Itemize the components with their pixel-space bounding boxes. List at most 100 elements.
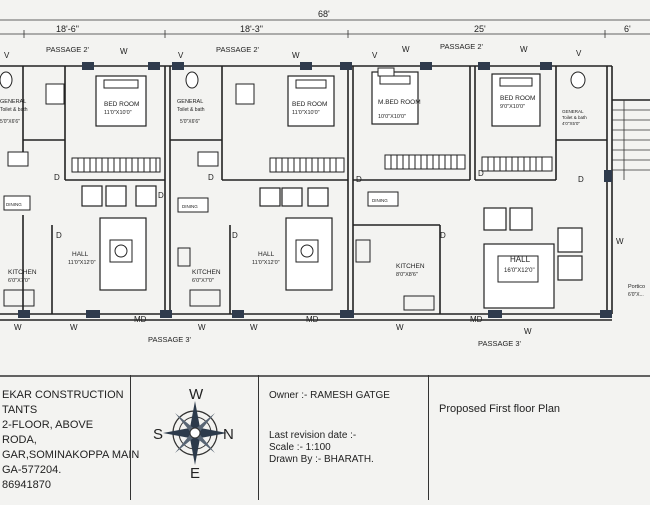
- hall1-name: HALL: [72, 251, 89, 258]
- portico-name: Portico: [628, 284, 645, 290]
- toilet1-name: GENERAL: [0, 99, 26, 105]
- passage-top-2: PASSAGE 2': [216, 45, 260, 54]
- mark-d: D: [356, 175, 362, 184]
- bed3-size: 10'0"X10'0": [378, 114, 406, 120]
- mark-d: D: [578, 175, 584, 184]
- toilet3-line2: Toilet & bath: [562, 115, 587, 120]
- dim-seg4: 6': [624, 24, 631, 34]
- owner-text: Owner :- RAMESH GATGE: [269, 390, 390, 401]
- compass-w: W: [189, 386, 204, 403]
- kitchen-counters: [3, 239, 435, 311]
- bed4-size: 9'0"X10'0": [500, 104, 525, 110]
- company-line: EKAR CONSTRUCTION: [2, 389, 124, 401]
- pillows: [103, 75, 533, 89]
- mark-md: MD: [306, 315, 319, 324]
- walls: [0, 65, 650, 321]
- toilet2-size: 5'0"X6'6": [180, 119, 200, 125]
- toilet2-line2: Toilet & bath: [177, 107, 205, 113]
- mark-w: W: [520, 45, 528, 54]
- mark-w: W: [402, 45, 410, 54]
- hall2-name: HALL: [258, 251, 275, 258]
- bed2-size: 11'0"X10'0": [292, 110, 320, 116]
- tables: [109, 239, 539, 283]
- mark-md: MD: [470, 315, 483, 324]
- passage-bottom-1: PASSAGE 3': [148, 335, 192, 344]
- wardrobe-hatching: [77, 155, 543, 172]
- scale-text: Scale :- 1:100: [269, 442, 331, 453]
- mark-w: W: [524, 327, 532, 336]
- compass-icon: W S N E: [153, 386, 234, 482]
- hall2-size: 11'0"X12'0": [252, 260, 280, 266]
- mark-v: V: [4, 51, 10, 60]
- bed4-name: BED ROOM: [500, 95, 535, 102]
- columns: [18, 62, 612, 318]
- passage-top-1: PASSAGE 2': [46, 45, 90, 54]
- plan-title: Proposed First floor Plan: [439, 403, 561, 415]
- mark-d: D: [54, 173, 60, 182]
- mark-w: W: [616, 237, 624, 246]
- opening-marks: V W V W V W W V D D D D D D D D D W W W …: [4, 45, 624, 336]
- company-info: EKAR CONSTRUCTION TANTS 2-FLOOR, ABOVE R…: [0, 375, 140, 500]
- bed3-name: M.BED ROOM: [378, 99, 421, 106]
- compass-s: S: [153, 426, 163, 443]
- mark-v: V: [372, 51, 378, 60]
- mark-d: D: [158, 191, 164, 200]
- portico-size: 6'0"X...: [628, 292, 644, 298]
- kitchen1-size: 6'0"X7'0": [8, 278, 30, 284]
- compass-n: N: [223, 426, 234, 443]
- mark-w: W: [120, 47, 128, 56]
- toilet1-line2: Toilet & bath: [0, 107, 28, 113]
- bed2-name: BED ROOM: [292, 101, 327, 108]
- mark-w: W: [250, 323, 258, 332]
- company-line: 86941870: [2, 479, 51, 491]
- dim-seg1: 18'-6": [56, 24, 79, 34]
- mark-d: D: [56, 231, 62, 240]
- mark-d: D: [440, 231, 446, 240]
- hall-furniture: [81, 185, 583, 309]
- company-line: RODA,: [2, 434, 37, 446]
- toilet3-size: 4'0"X5'0": [562, 121, 580, 126]
- drawing-title: Proposed First floor Plan: [428, 375, 650, 500]
- toilet1-size: 5'0"X6'6": [0, 119, 20, 125]
- dining2: DINING: [182, 204, 198, 209]
- revision-text: Last revision date :-: [269, 430, 357, 441]
- drawn-by-text: Drawn By :- BHARATH.: [269, 454, 374, 465]
- passage-bottom-2: PASSAGE 3': [478, 339, 522, 348]
- mark-d: D: [232, 231, 238, 240]
- company-line: GA-577204.: [2, 464, 62, 476]
- floor-plan: 68' 18'-6" 18'-3" 25' 6' PASSAGE 2' PASS…: [0, 9, 650, 348]
- hall3-size: 16'0"X12'0": [504, 268, 535, 274]
- dim-seg3: 25': [474, 24, 486, 34]
- bed1-name: BED ROOM: [104, 101, 139, 108]
- mark-w: W: [198, 323, 206, 332]
- dim-seg2: 18'-3": [240, 24, 263, 34]
- mark-d: D: [208, 173, 214, 182]
- title-block: EKAR CONSTRUCTION TANTS 2-FLOOR, ABOVE R…: [0, 375, 650, 500]
- hall3-name: HALL: [510, 255, 531, 264]
- mark-w: W: [14, 323, 22, 332]
- mark-v: V: [178, 51, 184, 60]
- owner-info: Owner :- RAMESH GATGE Last revision date…: [258, 375, 428, 500]
- mark-w: W: [70, 323, 78, 332]
- dim-total: 68': [318, 9, 330, 19]
- dining3: DINING: [372, 198, 388, 203]
- toilet3-name: GENERAL: [562, 109, 584, 114]
- staircase: [612, 100, 650, 180]
- toilet2-name: GENERAL: [177, 99, 203, 105]
- kitchen3-size: 8'0"X8'6": [396, 272, 418, 278]
- kitchen1-name: KITCHEN: [8, 269, 37, 276]
- dimension-lines: [0, 19, 650, 38]
- room-labels: BED ROOM 11'0"X10'0" BED ROOM 11'0"X10'0…: [0, 95, 645, 298]
- compass-cell: W S N E: [130, 375, 258, 500]
- dining-tables: [3, 191, 399, 213]
- kitchen2-name: KITCHEN: [192, 269, 221, 276]
- title-block-border: [0, 375, 650, 377]
- toilet-fixtures: [0, 71, 586, 167]
- mark-v: V: [576, 49, 582, 58]
- hall1-size: 11'0"X12'0": [68, 260, 96, 266]
- company-line: 2-FLOOR, ABOVE: [2, 419, 94, 431]
- bed1-size: 11'0"X10'0": [104, 110, 132, 116]
- company-line: TANTS: [2, 404, 38, 416]
- kitchen3-name: KITCHEN: [396, 263, 425, 270]
- company-line: GAR,SOMINAKOPPA MAIN: [2, 449, 140, 461]
